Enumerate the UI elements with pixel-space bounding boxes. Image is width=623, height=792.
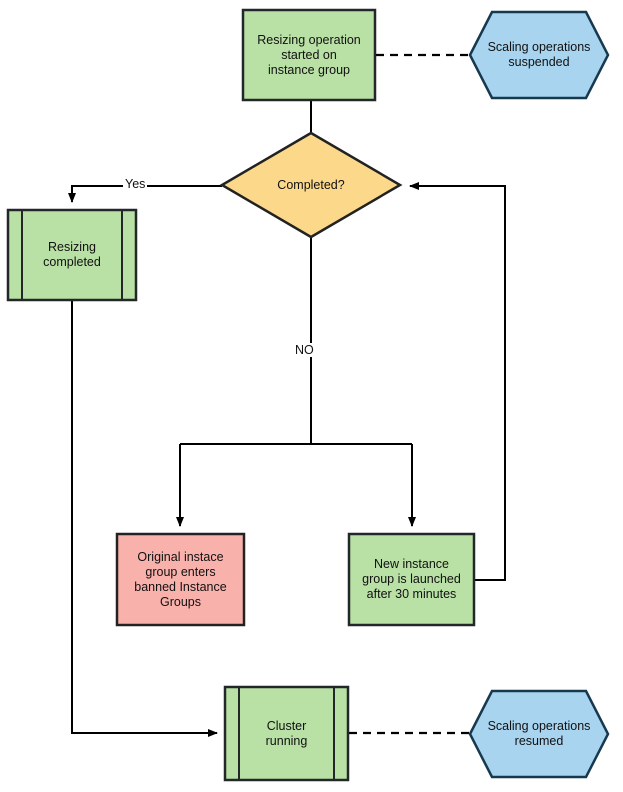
edge-label-yes: Yes xyxy=(123,177,148,191)
node-original-banned[interactable] xyxy=(115,532,246,627)
node-scaling-resumed[interactable] xyxy=(468,689,610,779)
node-resizing-completed[interactable] xyxy=(6,208,138,302)
edge-label-no: NO xyxy=(293,343,316,357)
node-scaling-suspended[interactable] xyxy=(468,10,610,100)
edge-completed-to-cluster xyxy=(71,300,218,737)
node-resizing-started[interactable] xyxy=(241,8,377,102)
nodes-group xyxy=(6,8,610,782)
edges-group xyxy=(68,53,506,737)
edge-new-instance-loop-back xyxy=(409,182,506,581)
node-completed-decision[interactable] xyxy=(219,131,403,239)
node-new-instance-group[interactable] xyxy=(347,532,476,627)
edge-decision-yes-to-completed xyxy=(68,185,222,203)
node-cluster-running[interactable] xyxy=(223,685,350,782)
